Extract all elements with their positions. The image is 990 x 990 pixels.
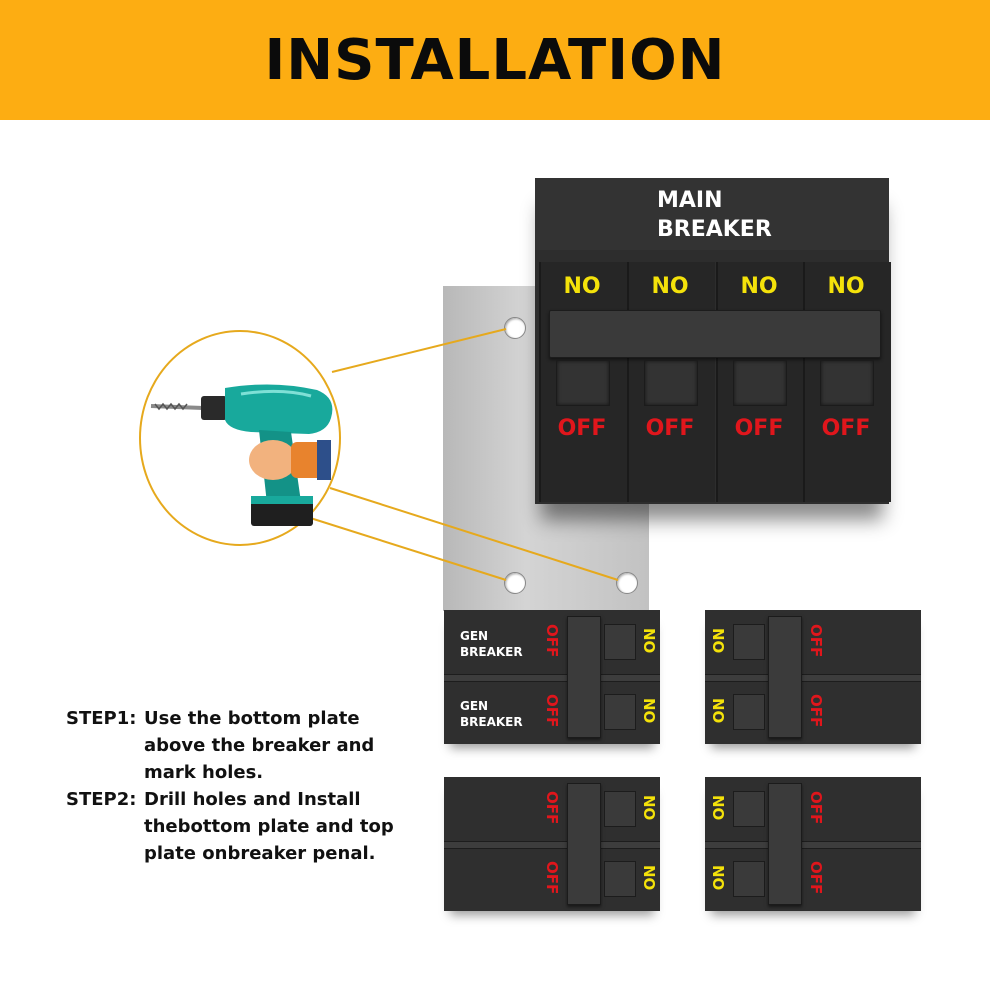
step-text: Use the bottom plate above the breaker a… [144,708,375,783]
main-breaker: MAIN BREAKER NO NO NO NO OFF OFF OFF OFF [535,178,891,504]
off-label: OFF [543,694,561,728]
pole-on-label: NO [740,274,778,299]
gen-breaker-block: GEN BREAKER GEN BREAKER OFF OFF NO NO [444,610,660,744]
pole-on-label: NO [563,274,601,299]
page-title: INSTALLATION [264,27,726,93]
breaker-toggle [604,791,636,827]
pole-toggle [556,360,610,406]
breaker-handle[interactable] [567,616,601,738]
main-breaker-title-line2: BREAKER [657,217,772,242]
instruction-steps: STEP1: Use the bottom plate above the br… [66,705,406,867]
breaker-toggle [604,694,636,730]
breaker-divider [444,674,660,682]
callout-line [331,328,507,373]
step-tag: STEP2: [66,789,137,810]
gen-breaker-label: GEN BREAKER [460,628,523,660]
on-label: NO [640,628,658,654]
off-label: OFF [543,791,561,825]
breaker-toggle [604,624,636,660]
breaker-divider [444,841,660,849]
gen-breaker-label: GEN BREAKER [460,698,523,730]
gen-label-line1: GEN [460,629,489,643]
off-label: OFF [807,694,825,728]
off-label: OFF [807,624,825,658]
main-breaker-title-line1: MAIN [657,188,723,213]
pole-off-label: OFF [557,416,607,441]
breaker-toggle [604,861,636,897]
callout-line [303,515,507,581]
drill-callout-circle [139,330,341,546]
main-breaker-title: MAIN BREAKER [657,186,857,244]
breaker-block: NO NO OFF OFF [705,777,921,911]
breaker-divider [705,674,921,682]
step-item: STEP1: Use the bottom plate above the br… [66,705,406,786]
breaker-handle[interactable] [768,783,802,905]
pole-off-label: OFF [821,416,871,441]
pole-on-label: NO [651,274,689,299]
gen-label-line1: GEN [460,699,489,713]
on-label: NO [640,698,658,724]
main-breaker-handle[interactable] [549,310,881,358]
pole-toggle [820,360,874,406]
on-label: NO [709,795,727,821]
step-text: Drill holes and Install thebottom plate … [144,789,394,864]
drill-icon [150,384,333,526]
on-label: NO [709,698,727,724]
breaker-block: OFF OFF NO NO [444,777,660,911]
step-item: STEP2: Drill holes and Install thebottom… [66,786,406,867]
breaker-toggle [733,694,765,730]
off-label: OFF [543,861,561,895]
main-breaker-header: MAIN BREAKER [535,178,889,250]
off-label: OFF [807,791,825,825]
off-label: OFF [807,861,825,895]
pole-toggle [733,360,787,406]
gen-label-line2: BREAKER [460,645,523,659]
plate-hole [504,572,526,594]
on-label: NO [709,865,727,891]
breaker-divider [705,841,921,849]
breaker-toggle [733,861,765,897]
header-banner: INSTALLATION [0,0,990,120]
off-label: OFF [543,624,561,658]
on-label: NO [640,865,658,891]
breaker-toggle [733,791,765,827]
pole-off-label: OFF [734,416,784,441]
on-label: NO [709,628,727,654]
step-tag: STEP1: [66,708,137,729]
breaker-handle[interactable] [768,616,802,738]
plate-hole [616,572,638,594]
breaker-handle[interactable] [567,783,601,905]
gen-label-line2: BREAKER [460,715,523,729]
breaker-block: NO NO OFF OFF [705,610,921,744]
breaker-toggle [733,624,765,660]
pole-on-label: NO [827,274,865,299]
plate-hole [504,317,526,339]
callout-line [329,487,619,581]
breaker-pole [803,262,891,502]
on-label: NO [640,795,658,821]
pole-toggle [644,360,698,406]
pole-off-label: OFF [645,416,695,441]
